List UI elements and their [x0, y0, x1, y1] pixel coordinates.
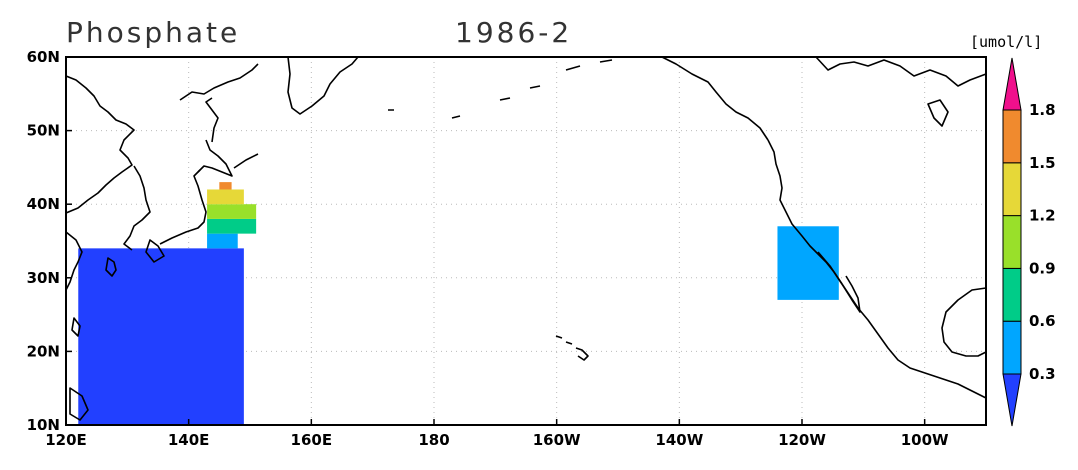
coastlines [65, 56, 987, 421]
lon-tick-label: 140E [168, 431, 210, 449]
lat-tick-label: 20N [27, 342, 60, 360]
map-frame [65, 56, 987, 426]
colorbar-segment [1002, 162, 1022, 217]
coastline-aleutians [388, 59, 613, 119]
phosphate-cell [219, 182, 232, 190]
phosphate-cell [207, 189, 244, 205]
colorbar-label: 0.9 [1029, 259, 1056, 277]
coastline-gulf-of-mexico [941, 287, 987, 357]
coastline-kyushu [145, 239, 165, 263]
map-panel [65, 56, 987, 425]
map-title-variable: Phosphate [66, 16, 240, 49]
coastline-north-america-north [815, 56, 987, 87]
longitude-ticks: 120E 140E 160E 180 160W 140W 120W 100W [45, 419, 949, 449]
coastline-hawaii [555, 335, 589, 361]
coastline-kamchatka [287, 56, 359, 115]
colorbar-segment [1002, 320, 1022, 375]
coastline-hudson-area [927, 99, 949, 127]
coastline-okhotsk [179, 63, 259, 101]
map-title-period: 1986-2 [455, 16, 572, 49]
colorbar-label: 1.2 [1029, 207, 1056, 225]
coastline-alaska [661, 56, 769, 141]
colorbar-top-arrow [1002, 57, 1022, 111]
lon-tick-label: 120W [778, 431, 826, 449]
lon-tick-label: 160E [291, 431, 333, 449]
lon-tick-label: 100W [901, 431, 949, 449]
coastline-sakhalin [205, 97, 219, 143]
phosphate-cell [207, 233, 238, 249]
lon-tick-label: 160W [533, 431, 581, 449]
lat-tick-label: 10N [27, 416, 60, 434]
lat-tick-label: 50N [27, 122, 60, 140]
colorbar: 0.3 0.6 0.9 1.2 1.5 1.8 [1002, 57, 1056, 427]
colorbar-bottom-arrow [1002, 373, 1022, 427]
phosphate-cell [777, 226, 839, 300]
colorbar-segment [1002, 215, 1022, 269]
lat-tick-label: 60N [27, 48, 60, 66]
latitude-ticks: 10N 20N 30N 40N 50N 60N [27, 48, 72, 434]
colorbar-label: 0.3 [1029, 365, 1056, 383]
phosphate-cell [78, 248, 244, 425]
coastline-korea [123, 165, 151, 251]
lat-tick-label: 30N [27, 269, 60, 287]
lon-tick-label: 180 [418, 431, 449, 449]
lat-tick-label: 40N [27, 195, 60, 213]
coastline-taiwan [105, 257, 117, 277]
coastline-luzon [69, 317, 89, 421]
map-gridlines [66, 57, 986, 425]
coastline-china [65, 75, 135, 214]
phosphate-cell [207, 218, 257, 234]
phosphate-cell [207, 204, 257, 219]
colorbar-segment [1002, 109, 1022, 164]
colorbar-label: 0.6 [1029, 312, 1056, 330]
lon-tick-label: 120E [45, 431, 87, 449]
coastline-kuril-islands [233, 153, 259, 169]
lon-tick-label: 140W [655, 431, 703, 449]
colorbar-label: 1.8 [1029, 101, 1056, 119]
coastline-south-china [65, 231, 83, 291]
colorbar-segment [1002, 267, 1022, 322]
phosphate-cells [78, 182, 839, 425]
coastline-honshu [159, 169, 207, 245]
colorbar-units: [umol/l] [970, 33, 1042, 51]
colorbar-label: 1.5 [1029, 154, 1056, 172]
coastline-hokkaido [197, 139, 233, 177]
coastline-baja-california [817, 251, 861, 313]
